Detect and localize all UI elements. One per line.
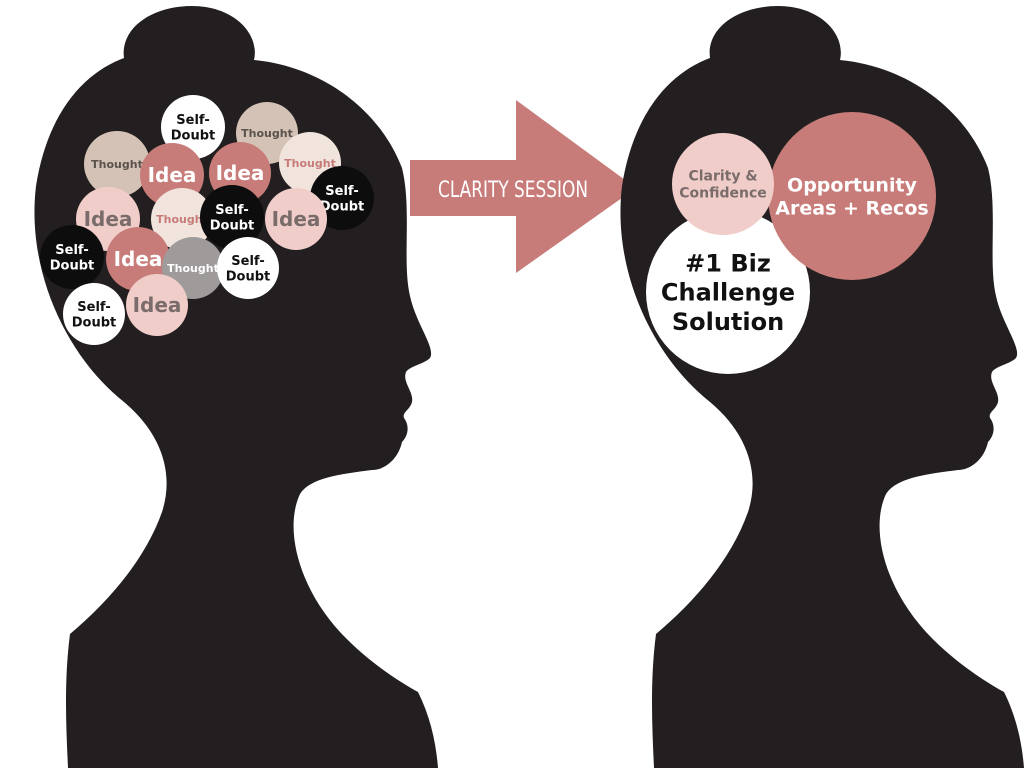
left-bubble-label: Idea xyxy=(148,163,197,187)
left-bubble-2: Thought xyxy=(84,131,150,197)
left-bubble-label: Idea xyxy=(84,207,133,231)
left-bubble-label: Self- xyxy=(55,243,88,258)
left-bubble-label: Self- xyxy=(215,203,248,218)
left-bubble-label: Idea xyxy=(114,247,163,271)
left-bubble-label: Doubt xyxy=(171,129,216,144)
left-bubble-label: Self- xyxy=(231,254,264,269)
left-bubble-circle xyxy=(84,131,150,197)
right-bubble-cluster: #1 BizChallengeSolutionOpportunityAreas … xyxy=(646,112,936,374)
left-bubble-label: Doubt xyxy=(72,316,117,331)
left-bubble-9: Thought xyxy=(151,188,213,250)
left-bubble-label: Doubt xyxy=(210,219,255,234)
right-bubble-label: Solution xyxy=(672,308,784,336)
right-bubble-label: Clarity & xyxy=(688,169,757,185)
right-bubble-label: Opportunity xyxy=(787,174,918,196)
right-bubble-circle xyxy=(768,112,936,280)
right-bubble-label: Areas + Recos xyxy=(775,197,928,219)
left-bubble-label: Self- xyxy=(176,113,209,128)
left-bubble-10: Self-Doubt xyxy=(200,185,264,249)
right-bubble-label: Confidence xyxy=(679,186,767,202)
right-bubble-3: Clarity &Confidence xyxy=(672,133,774,235)
right-bubble-label: #1 Biz xyxy=(685,249,771,277)
left-bubble-circle xyxy=(151,188,213,250)
left-bubble-label: Doubt xyxy=(50,259,95,274)
left-bubble-circle xyxy=(161,95,225,159)
left-bubble-circle xyxy=(217,237,279,299)
left-bubble-label: Idea xyxy=(133,293,182,317)
left-bubble-circle xyxy=(40,225,104,289)
left-bubble-circle xyxy=(200,185,264,249)
right-head: #1 BizChallengeSolutionOpportunityAreas … xyxy=(620,6,1024,768)
left-bubble-17: Idea xyxy=(126,274,188,336)
left-bubble-label: Self- xyxy=(325,184,358,199)
left-bubble-label: Thought xyxy=(156,213,208,226)
left-bubble-label: Doubt xyxy=(226,270,271,285)
left-bubble-circle xyxy=(265,188,327,250)
clarity-arrow: CLARITY SESSION xyxy=(410,100,636,273)
left-bubble-11: Idea xyxy=(265,188,327,250)
left-bubble-15: Self-Doubt xyxy=(217,237,279,299)
left-bubble-label: Self- xyxy=(77,300,110,315)
left-bubble-label: Thought xyxy=(284,157,336,170)
left-bubble-label: Thought xyxy=(241,127,293,140)
right-bubble-label: Challenge xyxy=(661,279,795,307)
left-bubble-label: Thought xyxy=(91,158,143,171)
left-bubble-label: Idea xyxy=(272,207,321,231)
left-bubble-circle xyxy=(63,283,125,345)
left-bubble-12: Self-Doubt xyxy=(40,225,104,289)
right-bubble-circle xyxy=(672,133,774,235)
right-bubble-circle xyxy=(646,210,810,374)
left-bubble-16: Self-Doubt xyxy=(63,283,125,345)
left-bubble-label: Thought xyxy=(167,262,219,275)
left-bubble-label: Doubt xyxy=(320,200,365,215)
arrow-label: CLARITY SESSION xyxy=(438,178,588,203)
arrow-icon xyxy=(410,100,636,273)
left-head-silhouette xyxy=(34,6,438,768)
left-bubble-circle xyxy=(126,274,188,336)
left-bubble-label: Idea xyxy=(216,161,265,185)
left-bubble-1: Self-Doubt xyxy=(161,95,225,159)
